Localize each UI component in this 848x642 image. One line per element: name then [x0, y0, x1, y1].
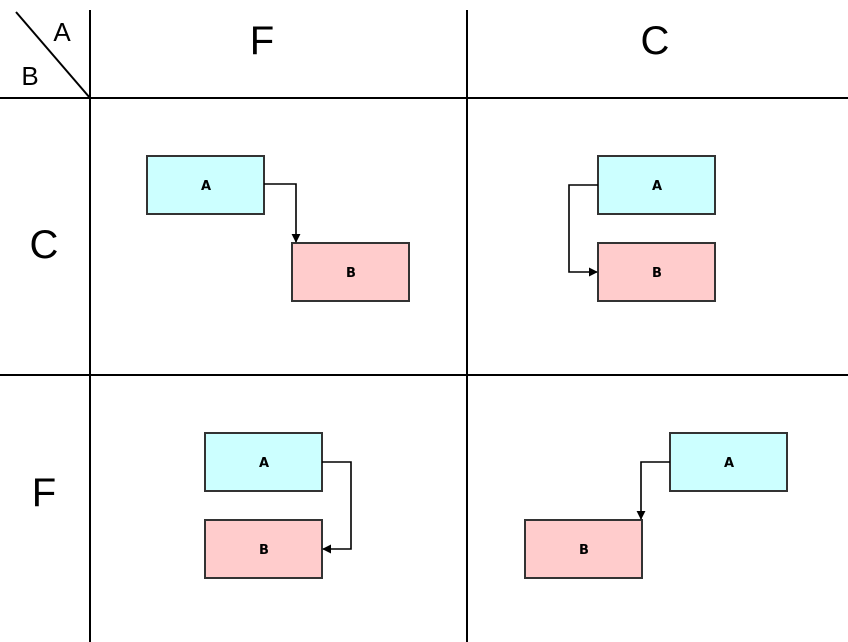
- cell-row-f-col-f: A B: [204, 432, 352, 579]
- task-box-b-label: B: [652, 266, 662, 281]
- task-box-b-label: B: [579, 543, 589, 558]
- task-box-b: [597, 242, 716, 302]
- task-box-a: [204, 432, 323, 492]
- task-box-b-label: B: [346, 266, 356, 281]
- cell-row-f-col-c: A B: [524, 432, 788, 579]
- column-header-f: F: [250, 19, 274, 63]
- dependency-arrow: [568, 184, 598, 277]
- task-box-a: [669, 432, 788, 492]
- column-header-c: C: [641, 19, 670, 63]
- dependency-arrow: [264, 183, 301, 243]
- cell-row-c-col-c: A B: [568, 155, 716, 302]
- corner-label-a: A: [53, 17, 71, 47]
- task-box-a: [146, 155, 265, 215]
- dependency-arrow: [636, 461, 670, 520]
- row-header-f: F: [32, 471, 56, 515]
- dependency-arrow: [322, 461, 352, 554]
- task-box-a-label: A: [259, 456, 269, 471]
- task-box-a-label: A: [724, 456, 734, 471]
- cell-row-c-col-f: A B: [146, 155, 410, 302]
- task-box-b: [524, 519, 643, 579]
- corner-diagonal: [15, 11, 91, 99]
- task-box-a: [597, 155, 716, 215]
- task-box-b: [204, 519, 323, 579]
- row-header-c: C: [30, 223, 59, 267]
- task-box-a-label: A: [201, 179, 211, 194]
- corner-label-b: B: [21, 61, 38, 91]
- task-box-b: [291, 242, 410, 302]
- task-box-a-label: A: [652, 179, 662, 194]
- task-box-b-label: B: [259, 543, 269, 558]
